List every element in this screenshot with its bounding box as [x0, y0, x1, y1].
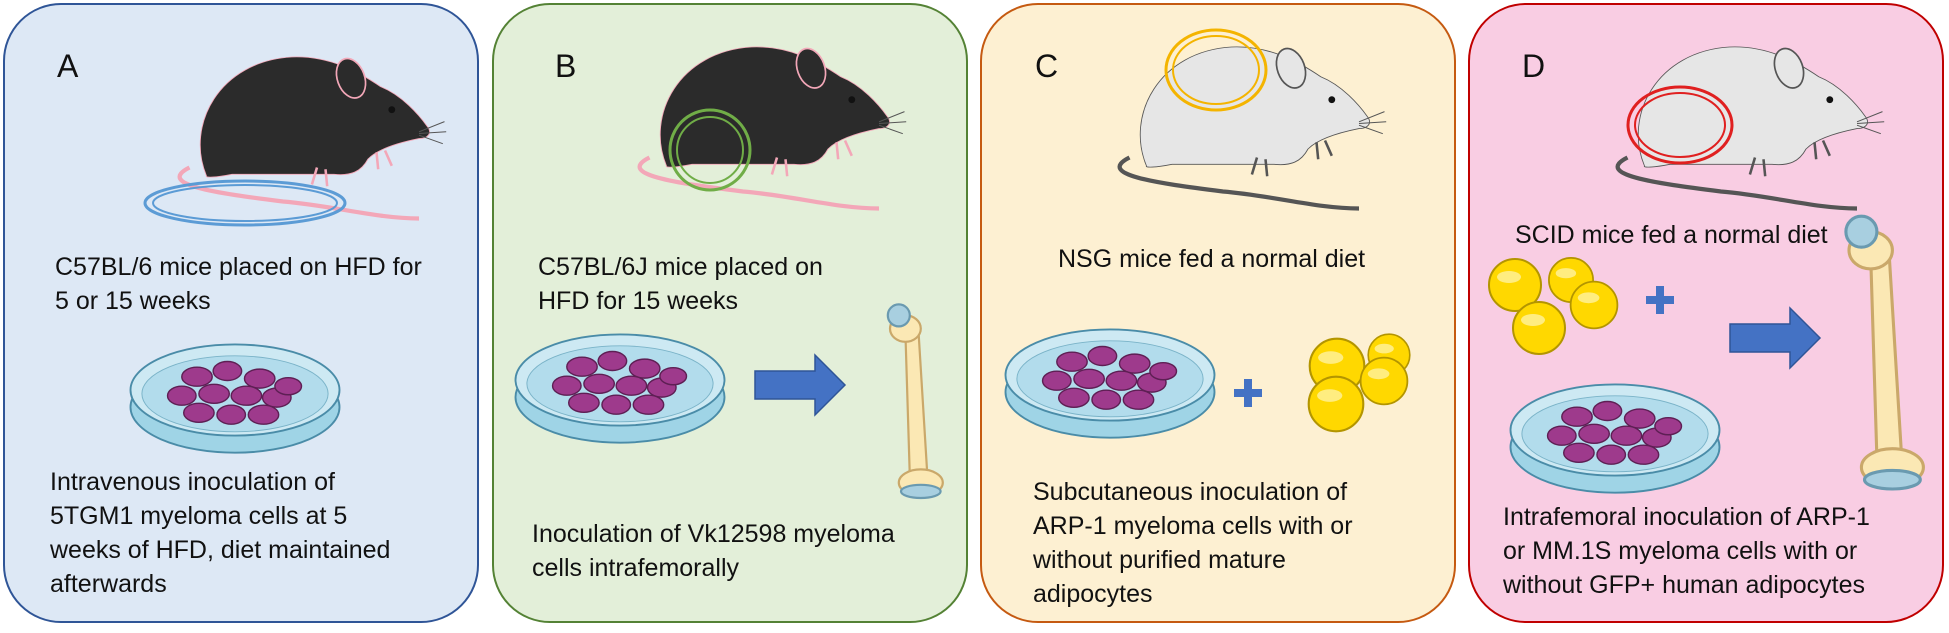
inoculation-ring-icon	[668, 108, 752, 192]
inoculation-ring-icon	[1164, 28, 1268, 112]
panel-d-letter: D	[1522, 48, 1546, 84]
panel-a-inoculation-text: Intravenous inoculation of 5TGM1 myeloma…	[50, 468, 391, 598]
panel-c-mouse-text: NSG mice fed a normal diet	[1058, 245, 1366, 273]
adipocyte-icon	[1307, 333, 1411, 433]
plus-icon	[1234, 379, 1262, 407]
panel-d-mouse-text: SCID mice fed a normal diet	[1515, 221, 1828, 249]
right-arrow-icon	[1729, 307, 1821, 369]
panel-c-letter: C	[1035, 48, 1059, 84]
inoculation-ring-icon	[676, 116, 744, 184]
femur-bone-icon	[886, 303, 944, 500]
petri-dish-icon	[514, 333, 726, 444]
panel-b-letter: B	[555, 48, 577, 84]
inoculation-ring-icon	[143, 179, 347, 227]
panel-a-letter: A	[57, 48, 79, 84]
petri-dish-icon	[1509, 383, 1721, 494]
black-mouse-icon	[180, 54, 447, 218]
femur-bone-icon	[1844, 214, 1925, 491]
white-mouse-icon	[1618, 44, 1885, 208]
petri-dish-icon	[129, 343, 341, 454]
panel-d-inoculation-text: Intrafemoral inoculation of ARP-1 or MM.…	[1503, 503, 1870, 599]
inoculation-ring-icon	[1634, 92, 1726, 158]
inoculation-ring-icon	[152, 184, 338, 222]
adipocyte-icon	[1488, 257, 1619, 355]
petri-dish-icon	[1004, 328, 1216, 439]
plus-icon	[1646, 286, 1674, 314]
panel-b-mouse-text: C57BL/6J mice placed on HFD for 15 weeks	[538, 253, 823, 315]
inoculation-ring-icon	[1626, 85, 1734, 165]
panel-b-inoculation-text: Inoculation of Vk12598 myeloma cells int…	[532, 520, 895, 582]
right-arrow-icon	[754, 354, 846, 416]
inoculation-ring-icon	[1172, 35, 1260, 105]
panel-c-inoculation-text: Subcutaneous inoculation of ARP-1 myelom…	[1033, 478, 1353, 608]
white-mouse-icon	[1120, 44, 1387, 208]
panel-a-mouse-text: C57BL/6 mice placed on HFD for 5 or 15 w…	[55, 253, 422, 315]
black-mouse-icon	[640, 44, 907, 208]
